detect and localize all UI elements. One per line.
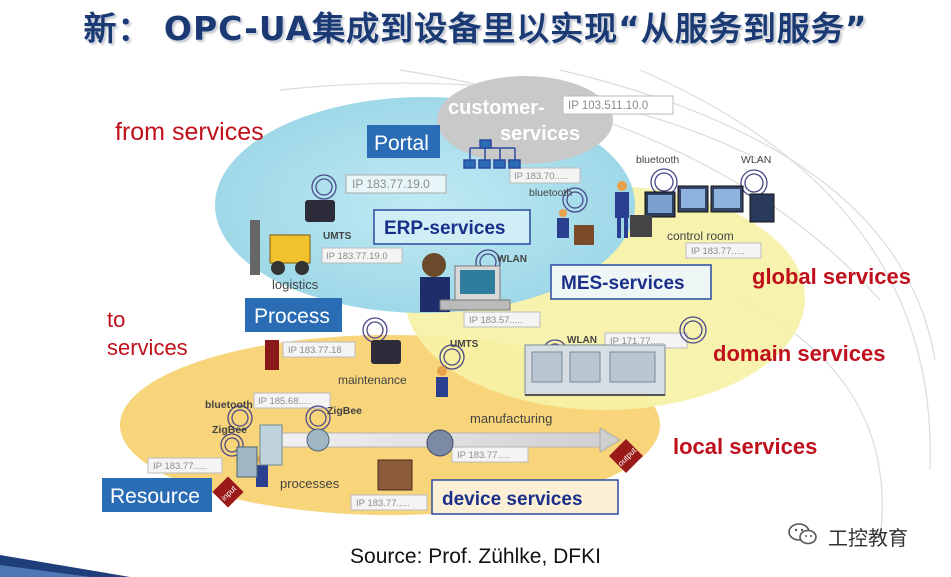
label-wlan-2: WLAN	[497, 254, 527, 265]
mes-services-box: MES-services	[550, 264, 712, 300]
ip-left: IP 183.77.....	[153, 461, 207, 472]
device-services-box: device services	[431, 479, 619, 515]
ip-logistics: IP 183.77.19.0	[326, 251, 388, 262]
process-label: Process	[254, 305, 330, 328]
resource-box: Resource	[102, 478, 212, 512]
erp-services-box: ERP-services	[373, 209, 531, 245]
process-conveyor	[236, 424, 621, 491]
ip-bluetooth-top: IP 183.70.....	[514, 171, 568, 182]
label-bluetooth-2: bluetooth	[529, 187, 572, 199]
service-architecture-diagram: from services to services global service…	[102, 69, 936, 541]
label-wlan-3: WLAN	[567, 335, 597, 346]
wechat-icon	[788, 523, 817, 545]
from-services-label: from services	[115, 118, 264, 146]
ip-control: IP 183.77.....	[691, 246, 745, 257]
source-caption: Source: Prof. Zühlke, DFKI	[350, 545, 601, 568]
local-services-label: local services	[673, 434, 817, 459]
ip-maintenance: IP 183.77.18	[288, 345, 342, 356]
label-umts-2: UMTS	[450, 339, 479, 350]
label-control-room: control room	[667, 229, 734, 243]
label-wlan-1: WLAN	[741, 154, 771, 166]
output-tag: output	[609, 439, 643, 473]
watermark-text: 工控教育	[828, 526, 908, 550]
label-bluetooth-3: bluetooth	[205, 399, 253, 411]
portal-box: Portal	[367, 125, 440, 158]
label-processes: processes	[280, 476, 340, 491]
ip-erp: IP 183.77.19.0	[352, 177, 430, 191]
customer-services-cloud	[437, 76, 613, 164]
label-zigbee-2: ZigBee	[212, 424, 247, 436]
input-tag: input	[212, 476, 244, 508]
label-logistics: logistics	[272, 277, 319, 292]
label-manufacturing: manufacturing	[470, 411, 552, 426]
ip-device: IP 183.77.....	[356, 498, 410, 509]
global-services-label: global services	[752, 264, 911, 289]
customer-services-text-1: customer-	[448, 97, 545, 119]
flow-arrow	[122, 155, 150, 300]
device-labels: bluetooth WLAN bluetooth control room UM…	[205, 154, 771, 491]
domain-services-label: domain services	[713, 341, 885, 366]
handheld-device-icons	[265, 200, 652, 370]
corner-decoration	[0, 555, 130, 577]
ip-processes: IP 183.77.....	[457, 450, 511, 461]
manufacturing-machine-icon	[524, 344, 666, 396]
to-label: to	[107, 307, 125, 332]
label-zigbee-1: ZigBee	[327, 405, 362, 417]
customer-services-text-2: services	[500, 123, 580, 145]
to-services-label: services	[107, 335, 188, 360]
erp-services-label: ERP-services	[384, 218, 505, 239]
ip-wlan-mid: IP 183.57.....	[469, 315, 523, 326]
portal-label: Portal	[374, 132, 429, 155]
ip-bt-lower: IP 185.68.....	[258, 396, 312, 407]
ip-manufacturing: IP 171.77.....	[610, 336, 664, 347]
network-switch-icon	[463, 139, 521, 169]
workstation-icon	[439, 265, 511, 311]
resource-label: Resource	[110, 485, 200, 508]
control-room-monitors-icon	[644, 185, 775, 223]
mes-services-label: MES-services	[561, 273, 685, 294]
ip-cloud: IP 103.511.10.0	[568, 100, 648, 112]
page-title: 新： OPC-UA集成到设备里以实现“从服务到服务”	[83, 9, 868, 48]
label-maintenance: maintenance	[338, 373, 407, 387]
label-bluetooth-1: bluetooth	[636, 154, 679, 166]
ip-boxes: IP 103.511.10.0 IP 183.77.19.0 IP 183.77…	[147, 95, 762, 511]
process-box: Process	[245, 298, 342, 332]
label-umts-1: UMTS	[323, 231, 352, 242]
forklift-icon	[250, 220, 311, 275]
device-services-label: device services	[442, 489, 583, 510]
